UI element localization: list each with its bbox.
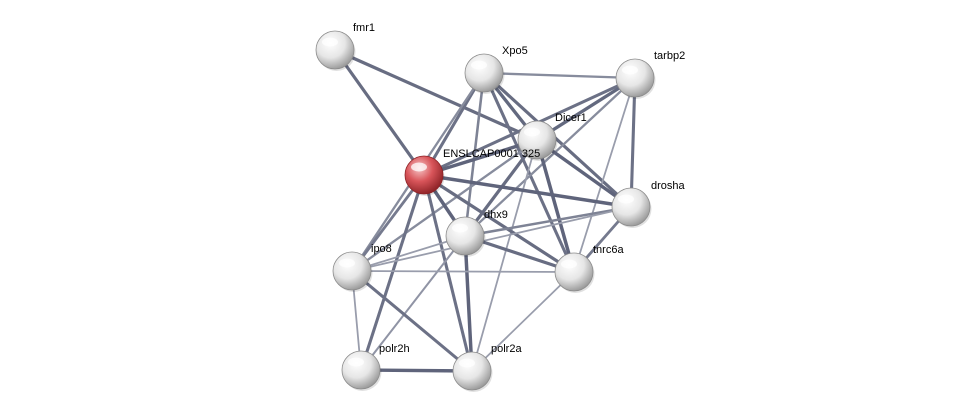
node-fmr1[interactable]: fmr1	[315, 22, 375, 71]
node-tarbp2[interactable]: tarbp2	[615, 50, 685, 99]
edge-enslcap-polr2h[interactable]	[359, 173, 426, 372]
node-label-polr2h: polr2h	[379, 343, 410, 355]
edge-fmr1-dicer1[interactable]	[333, 48, 539, 142]
partner-node-sphere[interactable]	[611, 187, 651, 227]
node-xpo5[interactable]: Xpo5	[464, 45, 528, 94]
edge-dhx9-polr2a[interactable]	[463, 234, 474, 373]
node-label-xpo5: Xpo5	[502, 45, 528, 57]
partner-node-sphere[interactable]	[554, 252, 594, 292]
node-highlight	[348, 357, 364, 367]
partner-node-sphere[interactable]	[315, 30, 355, 70]
node-polr2a[interactable]: polr2a	[452, 343, 522, 392]
edge-dicer1-polr2a[interactable]	[471, 139, 538, 372]
node-highlight	[524, 127, 540, 137]
node-highlight	[471, 60, 487, 70]
node-dhx9[interactable]: dhx9	[445, 209, 508, 257]
edge-dhx9-polr2h[interactable]	[359, 234, 467, 372]
partner-node-sphere[interactable]	[452, 351, 492, 391]
edge-xpo5-drosha[interactable]	[482, 71, 633, 209]
node-highlight	[322, 37, 338, 47]
edge-tarbp2-dhx9[interactable]	[463, 76, 637, 238]
edge-tnrc6a-polr2a[interactable]	[471, 271, 575, 372]
edge-enslcap-tnrc6a[interactable]	[422, 173, 576, 274]
edge-xpo5-tarbp2[interactable]	[482, 71, 637, 80]
edge-dicer1-tnrc6a[interactable]	[535, 138, 576, 274]
edge-drosha-dhx9[interactable]	[463, 205, 633, 238]
node-highlight	[459, 358, 475, 368]
node-ipo8[interactable]: ipo8	[332, 243, 392, 292]
edge-drosha-ipo8[interactable]	[351, 206, 632, 272]
node-highlight	[339, 258, 355, 268]
partner-node-sphere[interactable]	[332, 251, 372, 291]
node-tnrc6a[interactable]: tnrc6a	[554, 244, 624, 293]
node-label-ipo8: ipo8	[371, 243, 392, 255]
node-polr2h[interactable]: polr2h	[341, 343, 410, 391]
edge-tarbp2-drosha[interactable]	[629, 76, 637, 209]
node-label-tnrc6a: tnrc6a	[593, 244, 624, 256]
node-highlight	[618, 194, 634, 204]
edge-xpo5-tnrc6a[interactable]	[482, 71, 576, 274]
node-label-dicer1: Dicer1	[555, 112, 587, 124]
node-label-enslcap: ENSLCAP0001 325	[443, 148, 540, 160]
node-dicer1[interactable]: Dicer1	[517, 112, 587, 161]
edge-fmr1-enslcap[interactable]	[333, 48, 426, 177]
query-node-sphere[interactable]	[404, 155, 444, 195]
edge-enslcap-ipo8[interactable]	[350, 173, 426, 273]
node-label-tarbp2: tarbp2	[654, 50, 685, 62]
node-highlight	[622, 65, 638, 75]
node-label-fmr1: fmr1	[353, 22, 375, 34]
partner-node-sphere[interactable]	[615, 58, 655, 98]
node-highlight	[411, 162, 427, 172]
node-enslcap[interactable]: ENSLCAP0001 325	[404, 148, 540, 196]
edge-enslcap-polr2a[interactable]	[422, 173, 474, 373]
edge-xpo5-dhx9[interactable]	[463, 71, 486, 238]
node-drosha[interactable]: drosha	[611, 180, 686, 228]
partner-node-sphere[interactable]	[341, 350, 381, 390]
edge-tarbp2-tnrc6a[interactable]	[573, 77, 636, 273]
node-highlight	[452, 223, 468, 233]
edge-ipo8-tnrc6a[interactable]	[351, 270, 575, 273]
node-highlight	[561, 259, 577, 269]
edge-ipo8-polr2a[interactable]	[350, 269, 474, 373]
edge-dhx9-ipo8[interactable]	[351, 235, 466, 272]
partner-node-sphere[interactable]	[445, 216, 485, 256]
edge-dicer1-enslcap[interactable]	[422, 138, 539, 177]
node-label-dhx9: dhx9	[484, 209, 508, 221]
node-label-polr2a: polr2a	[491, 343, 522, 355]
partner-node-sphere[interactable]	[464, 53, 504, 93]
edge-enslcap-drosha[interactable]	[422, 173, 633, 209]
node-label-drosha: drosha	[651, 180, 686, 192]
